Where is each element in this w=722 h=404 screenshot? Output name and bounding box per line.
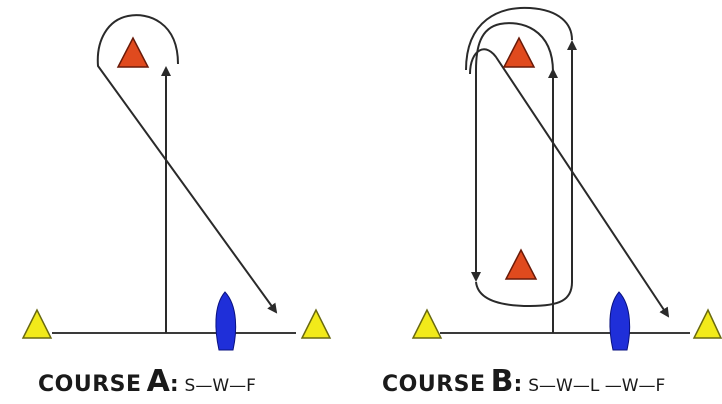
course-b-leeward-rounding-and-beat (465, 6, 572, 308)
course-b-word: COURSE (382, 372, 486, 397)
course-b-finish-mark (692, 308, 722, 339)
course-a-caption: COURSE A: S—W—F (38, 364, 256, 399)
course-a-letter: A (146, 364, 170, 399)
course-b-letter: B (490, 364, 514, 399)
course-b-separator: : (513, 372, 523, 397)
course-b-caption: COURSE B: S—W—L —W—F (382, 364, 665, 399)
course-b-committee-boat (609, 291, 631, 351)
course-a-sequence: S—W—F (179, 376, 256, 396)
course-a-diagram (21, 14, 332, 351)
course-a-rounding-and-finish-leg (96, 14, 278, 314)
course-a-finish-mark (300, 308, 332, 339)
course-b-sequence: S—W—L —W—F (522, 376, 666, 396)
course-a-word: COURSE (38, 372, 142, 397)
course-b-windward-mark (502, 36, 536, 68)
course-a-separator: : (169, 372, 180, 397)
course-b-windward-rounding-and-run (471, 22, 554, 282)
course-b-diagram (411, 6, 722, 351)
course-a-pin-mark (21, 308, 53, 339)
course-b-finish-leg (469, 48, 670, 318)
course-b-leeward-mark (504, 248, 538, 280)
course-b-pin-mark (411, 308, 443, 339)
course-a-windward-mark (116, 36, 150, 68)
course-a-committee-boat (215, 291, 237, 351)
